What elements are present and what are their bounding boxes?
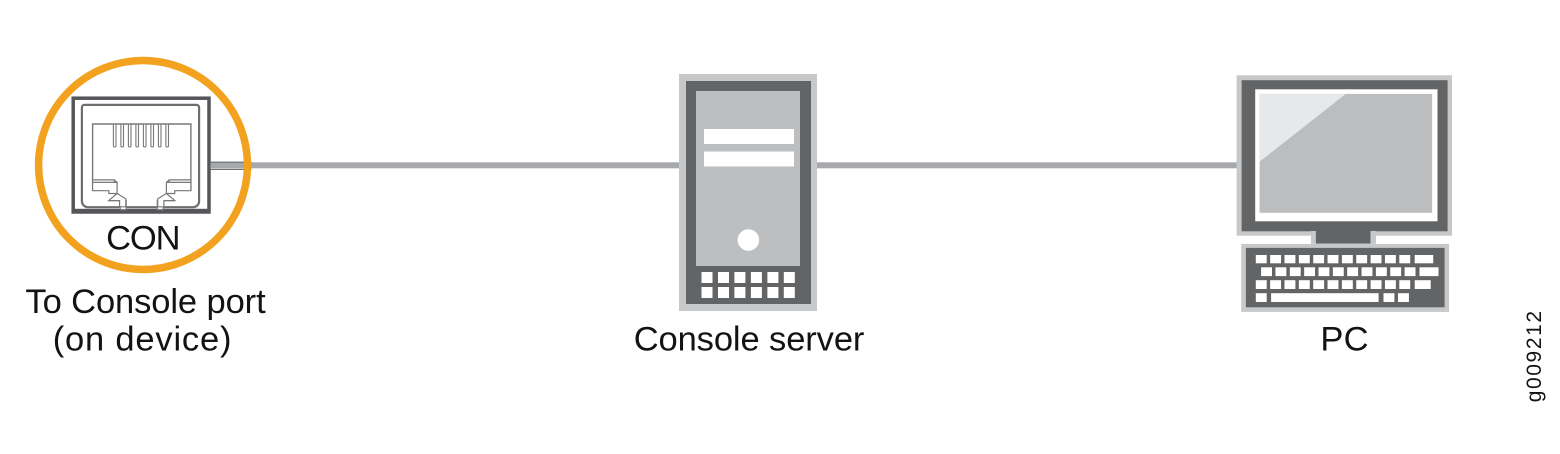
- svg-text:To Console port: To Console port: [25, 283, 266, 321]
- svg-text:g009212: g009212: [1523, 309, 1546, 402]
- svg-text:CON: CON: [106, 220, 179, 258]
- svg-text:PC: PC: [1320, 321, 1368, 359]
- svg-text:(on device): (on device): [53, 320, 232, 358]
- svg-text:Console server: Console server: [634, 320, 865, 358]
